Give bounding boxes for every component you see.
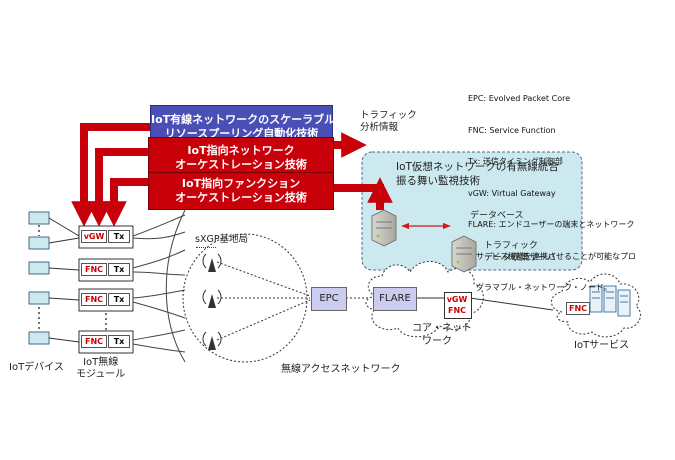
tx-tag: Tx (108, 230, 130, 243)
traffic-info-label: トラフィック 分析情報 (360, 110, 417, 134)
legend-line: EPC: Evolved Packet Core (468, 94, 571, 103)
service-servers (589, 285, 631, 317)
iot-module-line1: IoT無線 (83, 357, 119, 368)
tx-tag: Tx (108, 335, 130, 348)
wireless-links (216, 261, 372, 341)
box1-line1: IoT有線ネットワークのスケーラブル (151, 113, 336, 126)
box3-line2: オーケストレーション技術 (175, 191, 307, 204)
iot-device-label: IoTデバイス (9, 362, 64, 373)
service-fnc-tag: FNC (566, 302, 590, 315)
device-ellipsis (38, 225, 107, 330)
epc-node: EPC (311, 287, 347, 311)
function-orchestration-box: IoT指向ファンクション オーケストレーション技術 (148, 172, 334, 210)
iot-module-label: IoT無線 モジュール (76, 357, 125, 381)
core-network-line2: ワーク (422, 336, 452, 347)
box2-line2: オーケストレーション技術 (175, 158, 307, 171)
fnc-tag: FNC (81, 263, 107, 276)
device-links (48, 217, 80, 343)
monitoring-title-line2: 振る舞い監視技術 (396, 175, 480, 187)
legend-line: vGW: Virtual Gateway (468, 188, 556, 198)
core-network-label: コア・ネット ワーク (412, 322, 472, 348)
orchestration-arrows (71, 123, 384, 227)
collector-label: トラフィック データ収集サーバ (484, 240, 556, 264)
legend-line: Tx: 送信タイミング制御部 (468, 157, 563, 166)
database-label: データベース (470, 211, 524, 221)
radio-beams (132, 209, 186, 363)
vgw-tag: vGW (81, 230, 107, 243)
tx-tag: Tx (108, 263, 130, 276)
flare-node: FLARE (373, 287, 417, 311)
database-server (371, 209, 397, 247)
module-frames (78, 225, 134, 354)
tx-tag: Tx (108, 293, 130, 306)
traffic-info-line1: トラフィック (360, 110, 417, 121)
box1-line2: リソースプーリング自動化技術 (164, 127, 319, 140)
box2-line1: IoT指向ネットワーク (187, 144, 295, 157)
iot-devices (28, 211, 50, 345)
legend-line: FLARE: エンドユーザーの端末とネットワーク (468, 220, 635, 229)
core-network-line1: コア・ネット (412, 323, 472, 334)
base-station-underline (196, 247, 216, 248)
collector-line1: トラフィック (484, 241, 538, 251)
legend-line: グラマブル・ネットワーク・ノード。 (468, 283, 612, 292)
service-link (469, 297, 554, 311)
traffic-info-line2: 分析情報 (360, 122, 399, 133)
core-fnc-tag: FNC (446, 305, 468, 316)
antennas (202, 253, 222, 350)
fnc-tag: FNC (81, 335, 107, 348)
core-vgw-tag: vGW (446, 294, 468, 305)
monitoring-area (361, 151, 583, 271)
iot-service-label: IoTサービス (574, 340, 630, 351)
legend-line: サービス機能を連携させることが可能なプロ (468, 251, 636, 261)
collector-server (451, 235, 477, 273)
legend: EPC: Evolved Packet Core FNC: Service Fu… (468, 73, 636, 315)
legend-line: FNC: Service Function (468, 125, 556, 135)
monitoring-title: IoT仮想ネットワークの有無線統合 振る舞い監視技術 (396, 160, 559, 188)
base-station-label: sXGP基地局 (195, 234, 249, 245)
box3-line1: IoT指向ファンクション (181, 177, 301, 190)
fnc-tag: FNC (81, 293, 107, 306)
monitoring-title-line1: IoT仮想ネットワークの有無線統合 (396, 161, 559, 173)
wireless-access-label: 無線アクセスネットワーク (281, 364, 401, 375)
iot-module-line2: モジュール (76, 369, 126, 380)
collector-line2: データ収集サーバ (484, 253, 556, 263)
